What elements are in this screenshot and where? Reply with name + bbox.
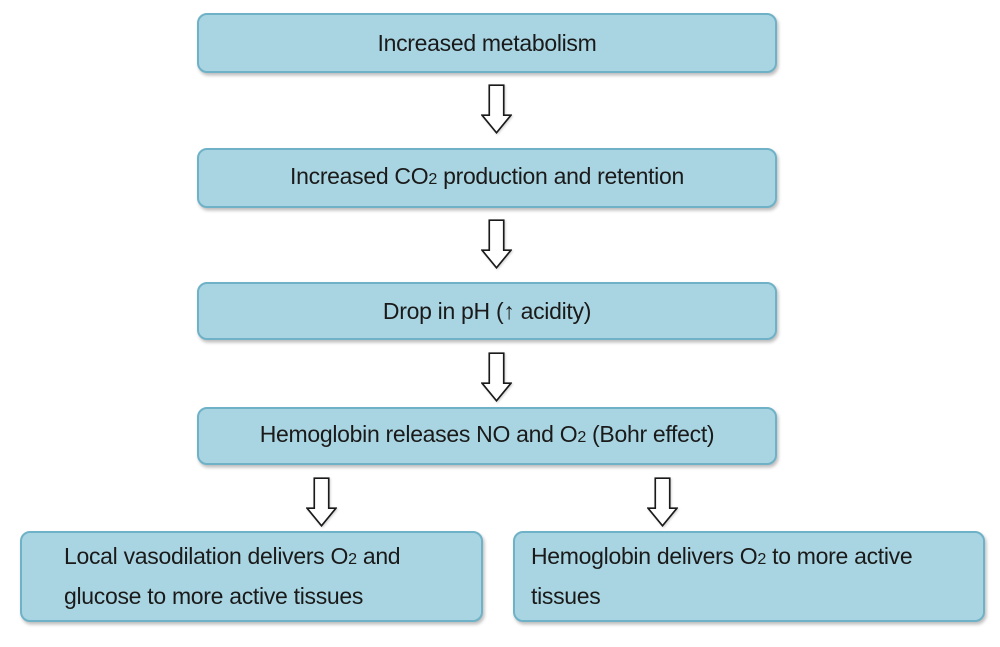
- flow-box-label: Increased metabolism: [377, 29, 597, 56]
- down-arrow-icon: [647, 477, 678, 527]
- flow-box-label: Drop in pH (↑ acidity): [382, 297, 592, 324]
- flow-box-increased-co2-production: Increased CO2 production and retention: [197, 148, 777, 208]
- flow-box-label: Hemoglobin delivers O2 to more active ti…: [531, 543, 913, 609]
- flow-box-hemoglobin-releases-no-o2: Hemoglobin releases NO and O2 (Bohr effe…: [197, 407, 777, 465]
- flow-box-label: Local vasodilation delivers O2 and gluco…: [64, 543, 401, 609]
- flow-box-increased-metabolism: Increased metabolism: [197, 13, 777, 73]
- flow-box-local-vasodilation: Local vasodilation delivers O2 and gluco…: [20, 531, 483, 622]
- down-arrow-icon: [481, 219, 512, 269]
- flow-box-label: Increased CO2 production and retention: [290, 163, 684, 189]
- down-arrow-icon: [306, 477, 337, 527]
- down-arrow-icon: [481, 352, 512, 402]
- flow-box-label: Hemoglobin releases NO and O2 (Bohr effe…: [259, 421, 715, 447]
- flow-box-hemoglobin-delivers-o2: Hemoglobin delivers O2 to more active ti…: [513, 531, 985, 622]
- down-arrow-icon: [481, 84, 512, 134]
- flow-box-drop-in-ph: Drop in pH (↑ acidity): [197, 282, 777, 340]
